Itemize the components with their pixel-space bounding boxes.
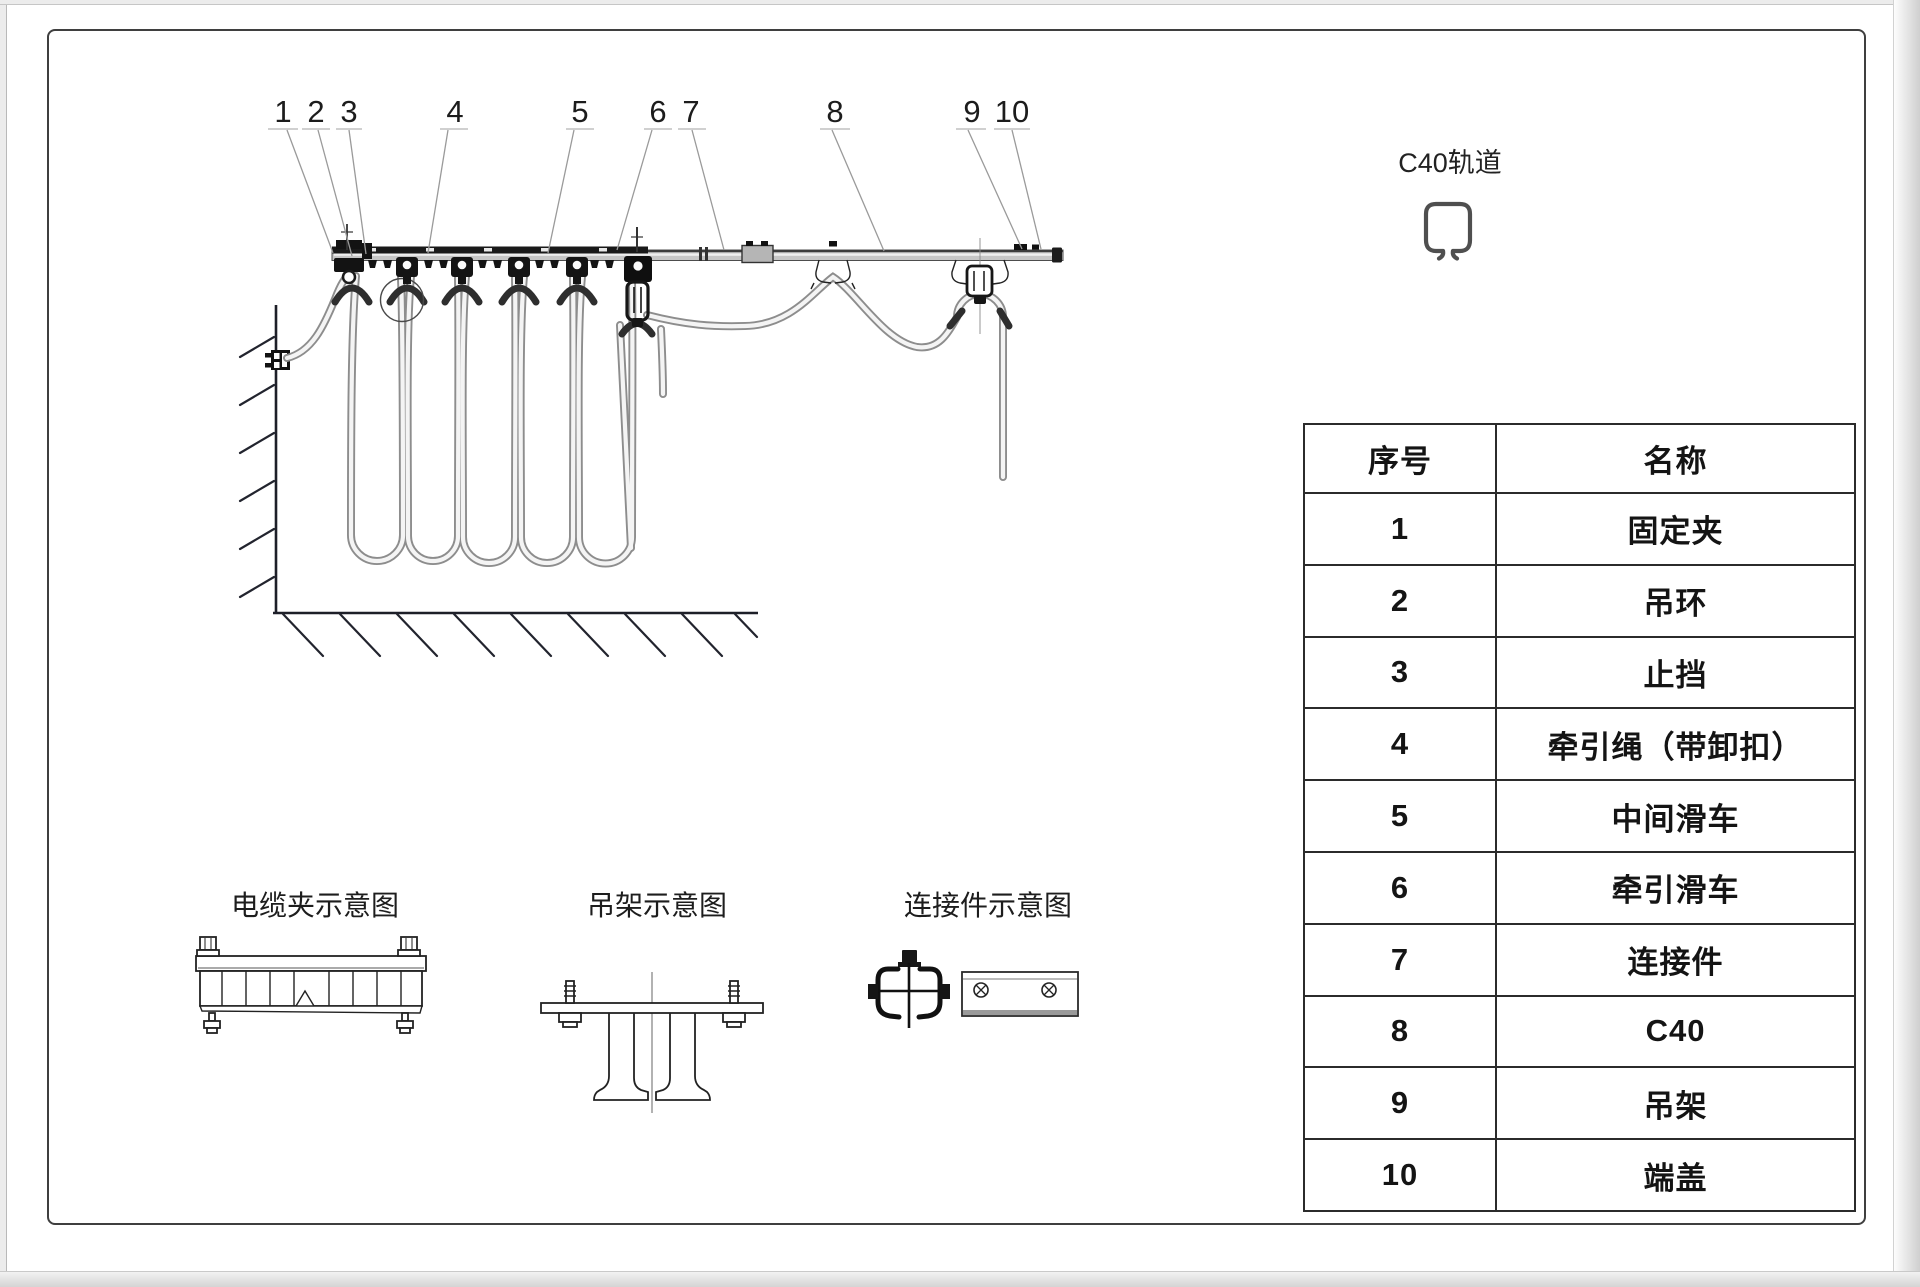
callout-3: 3 [340, 94, 357, 129]
page-edge-right [1893, 0, 1920, 1287]
hanger-detail [540, 972, 764, 1113]
part-no: 7 [1305, 922, 1495, 995]
towing-trolley [624, 227, 652, 327]
plate-bolt-left [973, 982, 989, 998]
part-name: 端盖 [1495, 1138, 1854, 1210]
c40-rail [331, 241, 1064, 268]
page-edge-bottom [0, 1271, 1920, 1287]
connector-detail [868, 950, 1079, 1028]
mid-hanger-bracket [810, 259, 856, 290]
part-name: 牵引滑车 [1495, 851, 1854, 923]
plate-bolt-right [1041, 982, 1057, 998]
clamp-bottom-bolt-right [396, 1012, 414, 1034]
rail-fittings [334, 224, 1009, 334]
callout-2: 2 [307, 94, 324, 129]
part-no: 8 [1305, 994, 1495, 1067]
cable-saddle-clamps [331, 277, 1013, 338]
parts-header-name: 名称 [1495, 425, 1854, 492]
part-no: 10 [1305, 1138, 1495, 1210]
floor-section [273, 611, 759, 658]
cable-clamp-detail-label: 电缆夹示意图 [230, 890, 400, 921]
part-no: 4 [1305, 707, 1495, 779]
connector-clamp [868, 950, 950, 1028]
part-name: 止挡 [1495, 635, 1854, 708]
clamp-bottom-bolt-left [203, 1012, 221, 1034]
callout-7: 7 [682, 94, 699, 129]
part-no: 5 [1305, 779, 1495, 851]
rail-joint [699, 247, 702, 261]
part-no: 6 [1305, 851, 1495, 923]
connector-detail-label: 连接件示意图 [903, 890, 1073, 921]
part-no: 9 [1305, 1066, 1495, 1138]
parts-header-no: 序号 [1368, 444, 1432, 479]
part-name: 吊架 [1495, 1066, 1854, 1139]
cable-clamp-detail [195, 936, 427, 1034]
hanger-detail-label: 吊架示意图 [586, 890, 728, 921]
part-name: C40 [1495, 994, 1854, 1067]
wall-section [238, 305, 290, 613]
middle-trolleys [396, 257, 588, 284]
clamp-top-bolt-right [397, 936, 421, 957]
page-edge-left [0, 0, 7, 1287]
end-cap [1052, 247, 1062, 263]
lifting-ring [341, 269, 357, 285]
part-no: 3 [1305, 635, 1495, 708]
c40-profile-icon [1423, 201, 1473, 261]
part-no: 2 [1305, 563, 1495, 636]
callout-9: 9 [963, 94, 980, 129]
hanger-bolt-left [558, 980, 582, 1028]
callout-6: 6 [649, 94, 666, 129]
part-name: 中间滑车 [1495, 779, 1854, 851]
hanger-bolt-right [722, 980, 746, 1028]
callout-10: 10 [995, 94, 1029, 129]
drawing-frame [47, 29, 1866, 1225]
callout-4: 4 [446, 94, 463, 129]
callout-numbers: 1 2 3 4 5 6 7 8 9 10 [274, 94, 1029, 129]
callout-8: 8 [826, 94, 843, 129]
parts-table: 序号 名称 1 固定夹 2 吊环 3 止挡 4 牵引绳（带卸扣） 5 中间滑车 … [1303, 423, 1856, 1212]
right-hanger [951, 238, 1009, 334]
rail-connector-plate [741, 241, 774, 264]
leader-lines [268, 128, 1042, 257]
part-no: 1 [1305, 492, 1495, 564]
cable-runs [287, 271, 1003, 564]
part-name: 牵引绳（带卸扣） [1495, 707, 1854, 780]
part-name: 连接件 [1495, 922, 1854, 995]
callout-5: 5 [571, 94, 588, 129]
clamp-top-bolt-left [196, 936, 220, 957]
part-name: 吊环 [1495, 563, 1854, 636]
loop-diameter-circle [379, 277, 425, 323]
c40-track-label: C40轨道 [1398, 148, 1502, 178]
connector-plate [961, 971, 1079, 1017]
part-name: 固定夹 [1495, 492, 1854, 564]
page-edge-top [0, 0, 1920, 5]
callout-1: 1 [274, 94, 291, 129]
